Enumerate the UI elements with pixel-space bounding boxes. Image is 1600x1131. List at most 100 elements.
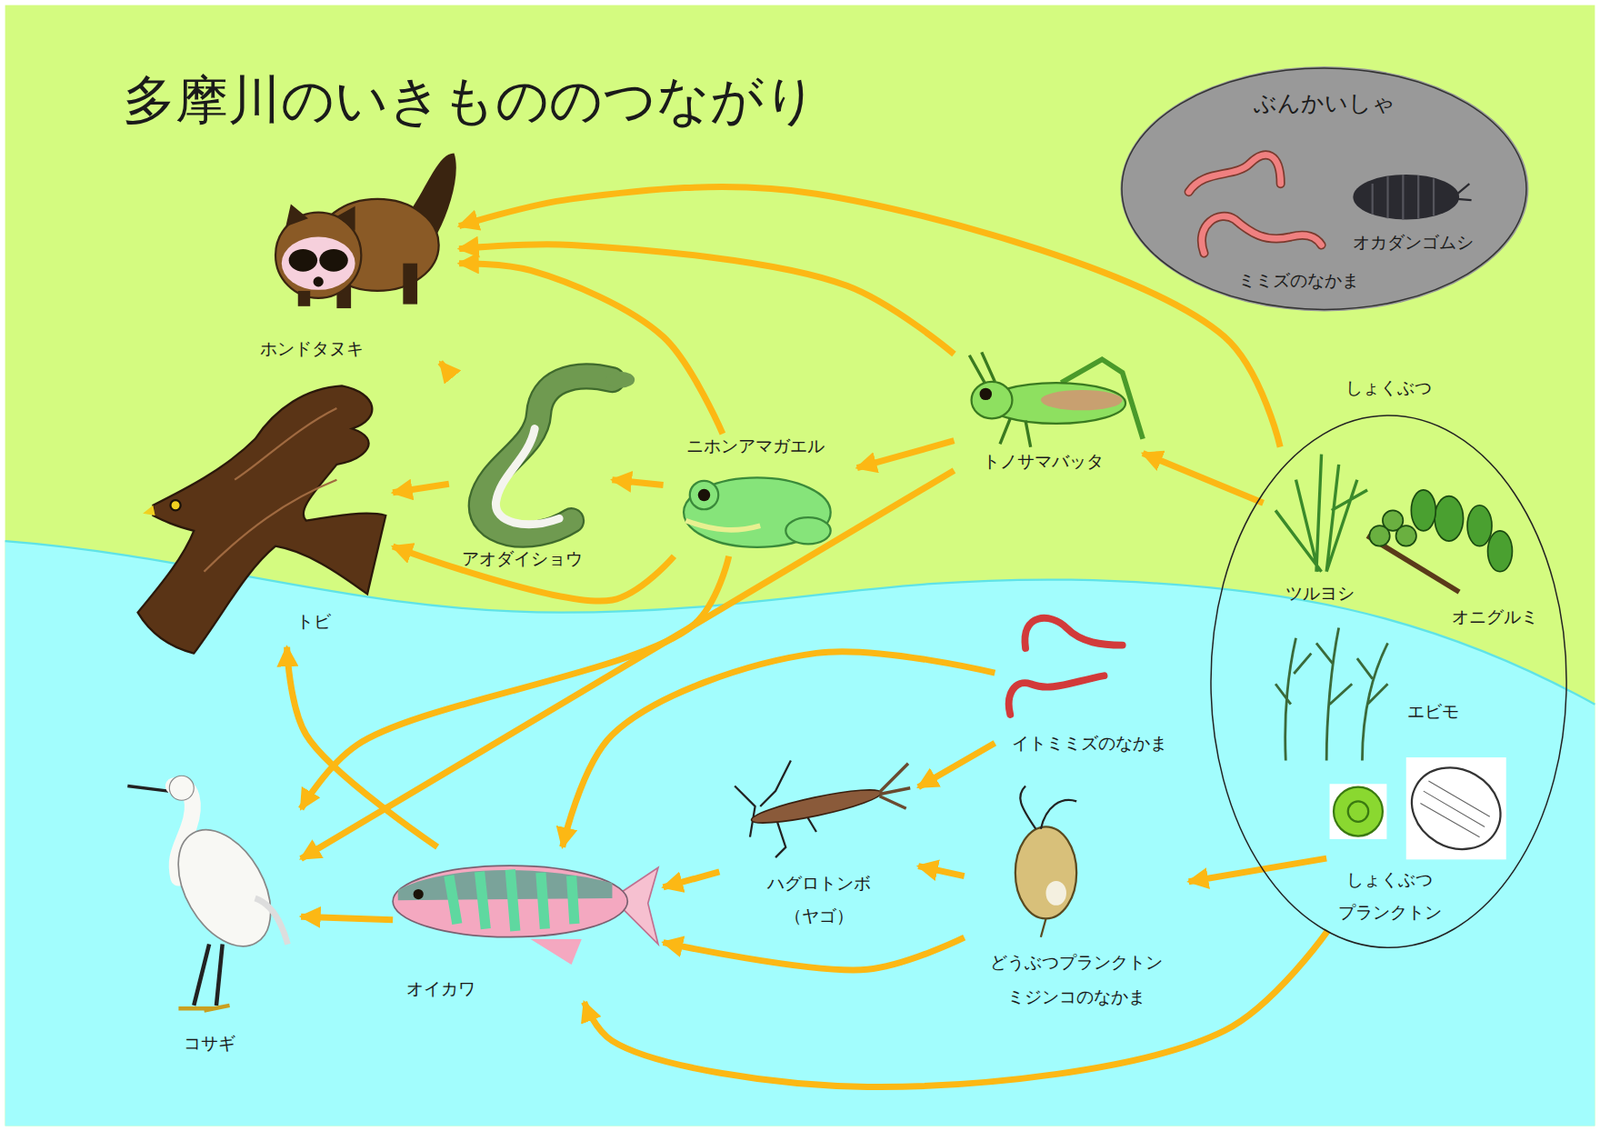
food-chain-arrow [459, 187, 1280, 448]
organism-label: ミミズのなかま [1238, 270, 1360, 292]
walnut-figure [1410, 490, 1436, 531]
rat-snake-figure [480, 376, 612, 535]
group-outline [1121, 68, 1527, 310]
food-chain-arrow [300, 470, 954, 859]
food-chain-arrow [1142, 453, 1263, 504]
walnut-figure [1367, 490, 1512, 592]
organism-label: トノサマバッタ [982, 450, 1104, 473]
walnut-figure [1467, 505, 1492, 547]
egret-figure [169, 775, 194, 800]
pale-chub-figure [392, 865, 628, 938]
phytoplankton-figure [1333, 787, 1383, 837]
food-chain-arrow [392, 483, 450, 492]
food-chain-arrow [918, 866, 965, 877]
tree-frog-figure [683, 477, 831, 547]
raccoon-dog-figure [275, 152, 457, 309]
organism-label: オカダンゴムシ [1352, 231, 1474, 254]
walnut-figure [1369, 525, 1390, 546]
tubifex-figure [1009, 618, 1123, 715]
pondweed-figure [1275, 627, 1388, 760]
organism-node: ミミズのなかま [1199, 142, 1399, 296]
grasshopper-figure [971, 381, 1013, 419]
organism-node: ニホンアマガエル [663, 433, 858, 557]
food-chain-arrow [300, 556, 730, 810]
food-chain-arrow [300, 916, 393, 920]
food-chain-arrow [440, 361, 450, 373]
organism-node: ハグロトンボ （ヤゴ） [719, 755, 919, 934]
organism-label: アオダイショウ [461, 548, 583, 570]
river [5, 540, 1596, 1126]
organism-node: トビ [122, 380, 393, 648]
water-flea-figure [1015, 786, 1077, 938]
earthworm-figure [1189, 154, 1322, 253]
organism-node: オカダンゴムシ [1331, 168, 1496, 255]
reed-figure [1275, 454, 1368, 572]
organism-label: どうぶつプランクトン ミジンコのなかま [990, 944, 1163, 1014]
decomposer-group: ミミズのなかま オカダンゴムシ ぶんかいしゃ [1120, 66, 1529, 311]
tree-frog-figure [685, 520, 760, 530]
egret-figure [127, 775, 290, 1010]
organism-label: オイカワ [406, 978, 476, 1000]
raccoon-dog-figure [298, 290, 310, 307]
organism-node: ホンドタヌキ [240, 142, 460, 362]
plant-group: ツルヨシオニグルミエビモしょくぶつ プランクトンしょくぶつ [1209, 375, 1569, 950]
organism-node: コサギ [117, 770, 301, 1056]
phytoplankton-figure [1397, 751, 1516, 865]
food-chain-arrow [918, 742, 995, 788]
grasshopper-figure [980, 388, 992, 400]
organism-label: イトミミズのなかま [1011, 732, 1168, 755]
earthworm-figure [1189, 154, 1281, 192]
kite-figure [203, 408, 337, 572]
organism-node: エビモ [1265, 617, 1475, 766]
food-chain-arrow [663, 871, 720, 888]
raccoon-dog-figure [281, 236, 356, 290]
pale-chub-figure [392, 865, 659, 965]
rat-snake-figure [606, 371, 635, 389]
tree-frog-figure [785, 517, 830, 544]
organism-node: トノサマバッタ [953, 351, 1143, 477]
group-heading: ぶんかいしゃ [1253, 89, 1396, 118]
organism-label: しょくぶつ プランクトン [1338, 862, 1442, 929]
organism-label: ツルヨシ [1285, 582, 1355, 605]
organism-node: イトミミズのなかま [994, 610, 1199, 759]
raccoon-dog-figure [313, 276, 324, 287]
food-chain-arrow [663, 937, 965, 970]
group-heading: しょくぶつ [1345, 377, 1432, 400]
land [5, 5, 1596, 1127]
food-chain-arrow [562, 651, 996, 848]
earthworm-figure [1189, 154, 1281, 192]
organism-label: エビモ [1407, 700, 1460, 723]
damselfly-nymph-figure [880, 763, 911, 809]
organism-label: ニホンアマガエル [686, 435, 825, 458]
food-chain-arrow [459, 244, 954, 355]
grasshopper-figure [1040, 390, 1123, 410]
organism-label: ハグロトンボ （ヤゴ） [767, 866, 871, 932]
pillbug-figure [1352, 174, 1471, 220]
water-flea-figure [1046, 880, 1067, 906]
pale-chub-figure [398, 870, 613, 900]
kite-figure [142, 505, 155, 516]
walnut-figure [1434, 496, 1463, 541]
rat-snake-figure [480, 376, 612, 535]
grasshopper-figure [969, 351, 1030, 447]
organism-node: しょくぶつ プランクトン [1326, 755, 1510, 931]
raccoon-dog-figure [319, 249, 348, 272]
organism-node: アオダイショウ [449, 369, 613, 573]
tubifex-figure [1024, 618, 1122, 649]
phytoplankton-figure [1348, 800, 1369, 821]
phytoplankton-figure [1330, 751, 1516, 865]
rat-snake-figure [495, 429, 560, 525]
group-outline [1209, 413, 1569, 950]
tubifex-figure [1009, 675, 1105, 715]
pillbug-figure [1352, 174, 1460, 220]
raccoon-dog-figure [285, 204, 355, 231]
walnut-figure [1396, 525, 1417, 546]
pale-chub-figure [413, 889, 424, 900]
food-chain-arrow [584, 930, 1329, 1088]
egret-figure [178, 1005, 230, 1011]
organism-node: オイカワ [392, 847, 663, 1003]
organism-label: ホンドタヌキ [260, 338, 364, 360]
kite-figure [138, 385, 387, 653]
